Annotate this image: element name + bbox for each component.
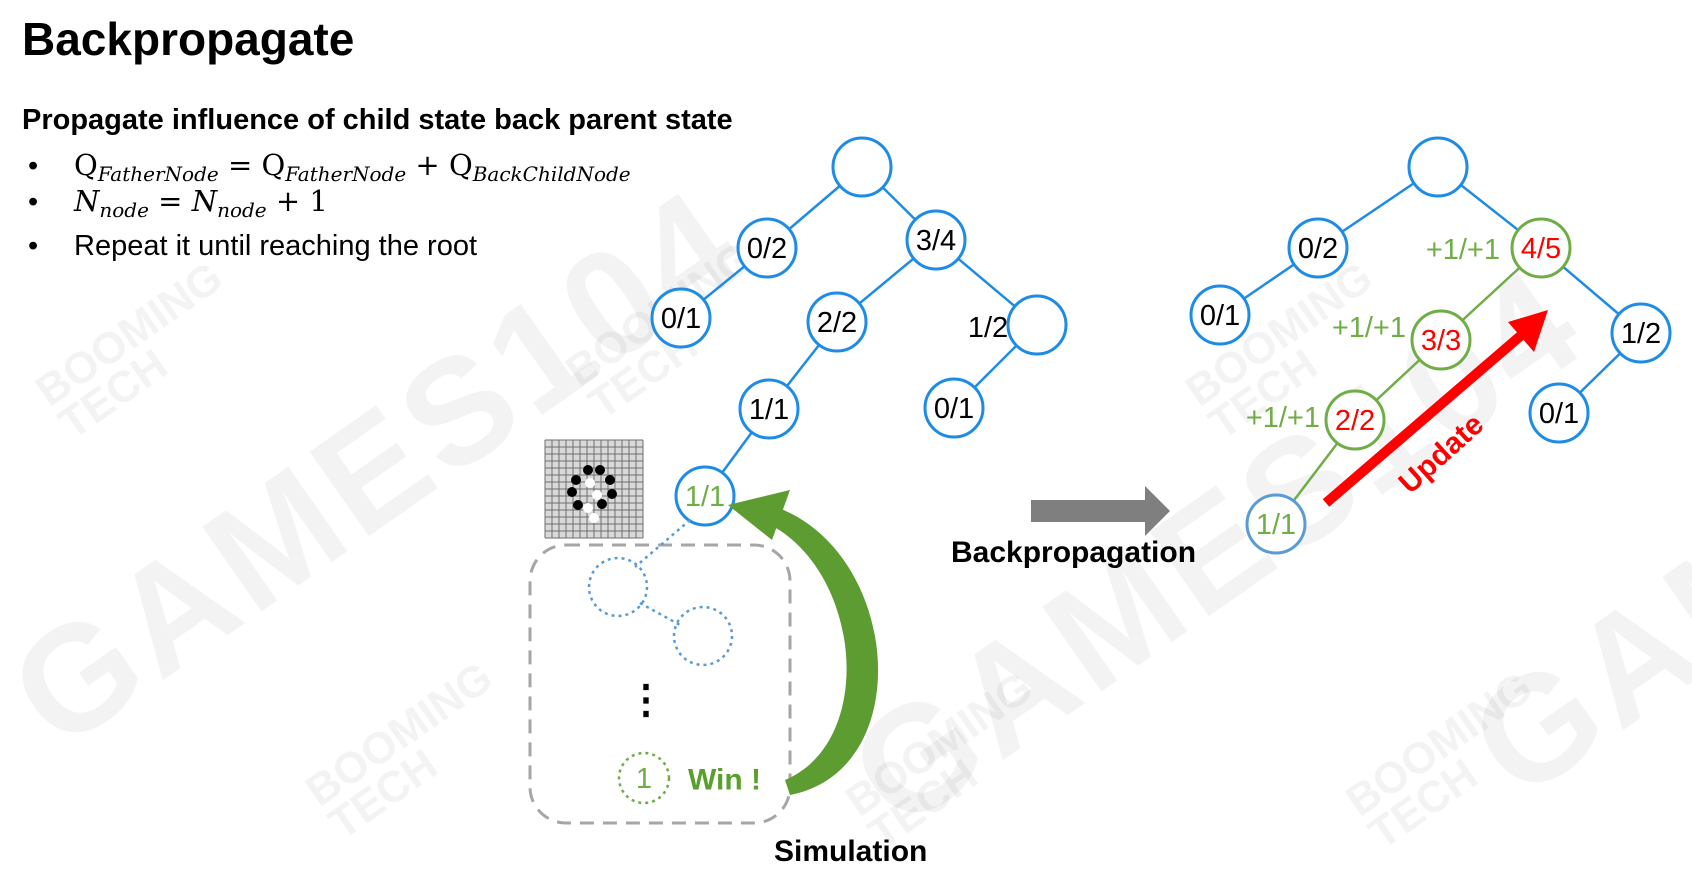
svg-text:2/2: 2/2: [1335, 405, 1375, 437]
bullet-marker: •: [28, 230, 39, 262]
ellipsis-dots: ⋮: [626, 678, 666, 722]
right-tree-nodes: 0/2 4/5 0/1 3/3 1/2 2/2: [1189, 136, 1672, 555]
increment-label-3-3: +1/+1: [1332, 312, 1406, 344]
right-root-node: [1407, 136, 1469, 198]
right-node-1-2: 1/2: [1610, 302, 1672, 364]
backpropagation-caption: Backpropagation: [951, 536, 1197, 569]
bullet-n-update: • Nnode = Nnode + 1: [28, 184, 328, 222]
left-tree-nodes: 0/2 3/4 0/1 2/2 1/2 1/1: [650, 136, 1068, 527]
right-node-0-1-lower: 0/1: [1528, 382, 1590, 444]
svg-text:3/4: 3/4: [916, 225, 956, 257]
left-root-node: [831, 136, 893, 198]
left-node-0-1-lower: 0/1: [923, 377, 985, 439]
increment-label-4-5: +1/+1: [1426, 234, 1500, 266]
update-arrow: [1322, 310, 1548, 507]
simulation-caption: Simulation: [774, 835, 928, 868]
left-leaf-node-1-1: 1/1: [674, 465, 736, 527]
svg-text:2/2: 2/2: [817, 307, 857, 339]
right-node-4-5: 4/5: [1510, 217, 1572, 279]
simulation-box: [528, 543, 792, 825]
right-node-2-2: 2/2: [1324, 389, 1386, 451]
simulation-leaf-value: 1: [636, 763, 652, 795]
svg-text:0/1: 0/1: [1200, 300, 1240, 332]
increment-label-2-2: +1/+1: [1246, 402, 1320, 434]
svg-text:0/2: 0/2: [1298, 233, 1338, 265]
svg-text:1/2: 1/2: [1621, 318, 1661, 350]
svg-text:1/2: 1/2: [968, 312, 1008, 344]
backpropagation-arrow: [1031, 486, 1170, 536]
svg-text:0/2: 0/2: [747, 233, 787, 265]
win-label: Win !: [688, 764, 761, 797]
bullet-repeat: • Repeat it until reaching the root: [28, 230, 477, 263]
n-formula: Nnode = Nnode + 1: [74, 184, 328, 222]
svg-text:3/3: 3/3: [1421, 325, 1461, 357]
svg-text:0/1: 0/1: [934, 393, 974, 425]
simulation-leaf-node: [617, 751, 671, 805]
go-board-icon: [544, 439, 644, 539]
simulation-return-arrow: [728, 490, 879, 795]
svg-text:4/5: 4/5: [1521, 233, 1561, 265]
right-node-0-1: 0/1: [1189, 284, 1251, 346]
q-formula: QFatherNode = QFatherNode + QBackChildNo…: [74, 148, 631, 186]
svg-text:1/1: 1/1: [685, 481, 725, 513]
left-node-1-1: 1/1: [738, 378, 800, 440]
svg-text:0/1: 0/1: [1539, 398, 1579, 430]
left-node-0-1: 0/1: [650, 287, 712, 349]
right-tree-edges: [1219, 165, 1642, 414]
svg-text:1/1: 1/1: [749, 394, 789, 426]
repeat-text: Repeat it until reaching the root: [74, 230, 478, 262]
simulation-rollout: ⋮ 1 Win !: [587, 519, 761, 805]
update-label: Update: [1393, 408, 1491, 501]
left-node-0-2: 0/2: [736, 217, 798, 279]
bullet-q-update: • QFatherNode = QFatherNode + QBackChild…: [28, 148, 631, 186]
right-node-3-3: 3/3: [1410, 309, 1472, 371]
subtitle: Propagate influence of child state back …: [22, 104, 733, 136]
right-node-0-2: 0/2: [1287, 217, 1349, 279]
svg-text:1/1: 1/1: [1256, 509, 1296, 541]
left-node-1-2: 1/2: [968, 294, 1068, 356]
svg-text:0/1: 0/1: [661, 303, 701, 335]
left-node-3-4: 3/4: [905, 209, 967, 271]
right-leaf-node-1-1: 1/1: [1245, 493, 1307, 555]
page-title: Backpropagate: [22, 13, 355, 65]
bullet-marker: •: [28, 150, 39, 182]
left-node-2-2: 2/2: [806, 291, 868, 353]
bullet-marker: •: [28, 186, 39, 218]
